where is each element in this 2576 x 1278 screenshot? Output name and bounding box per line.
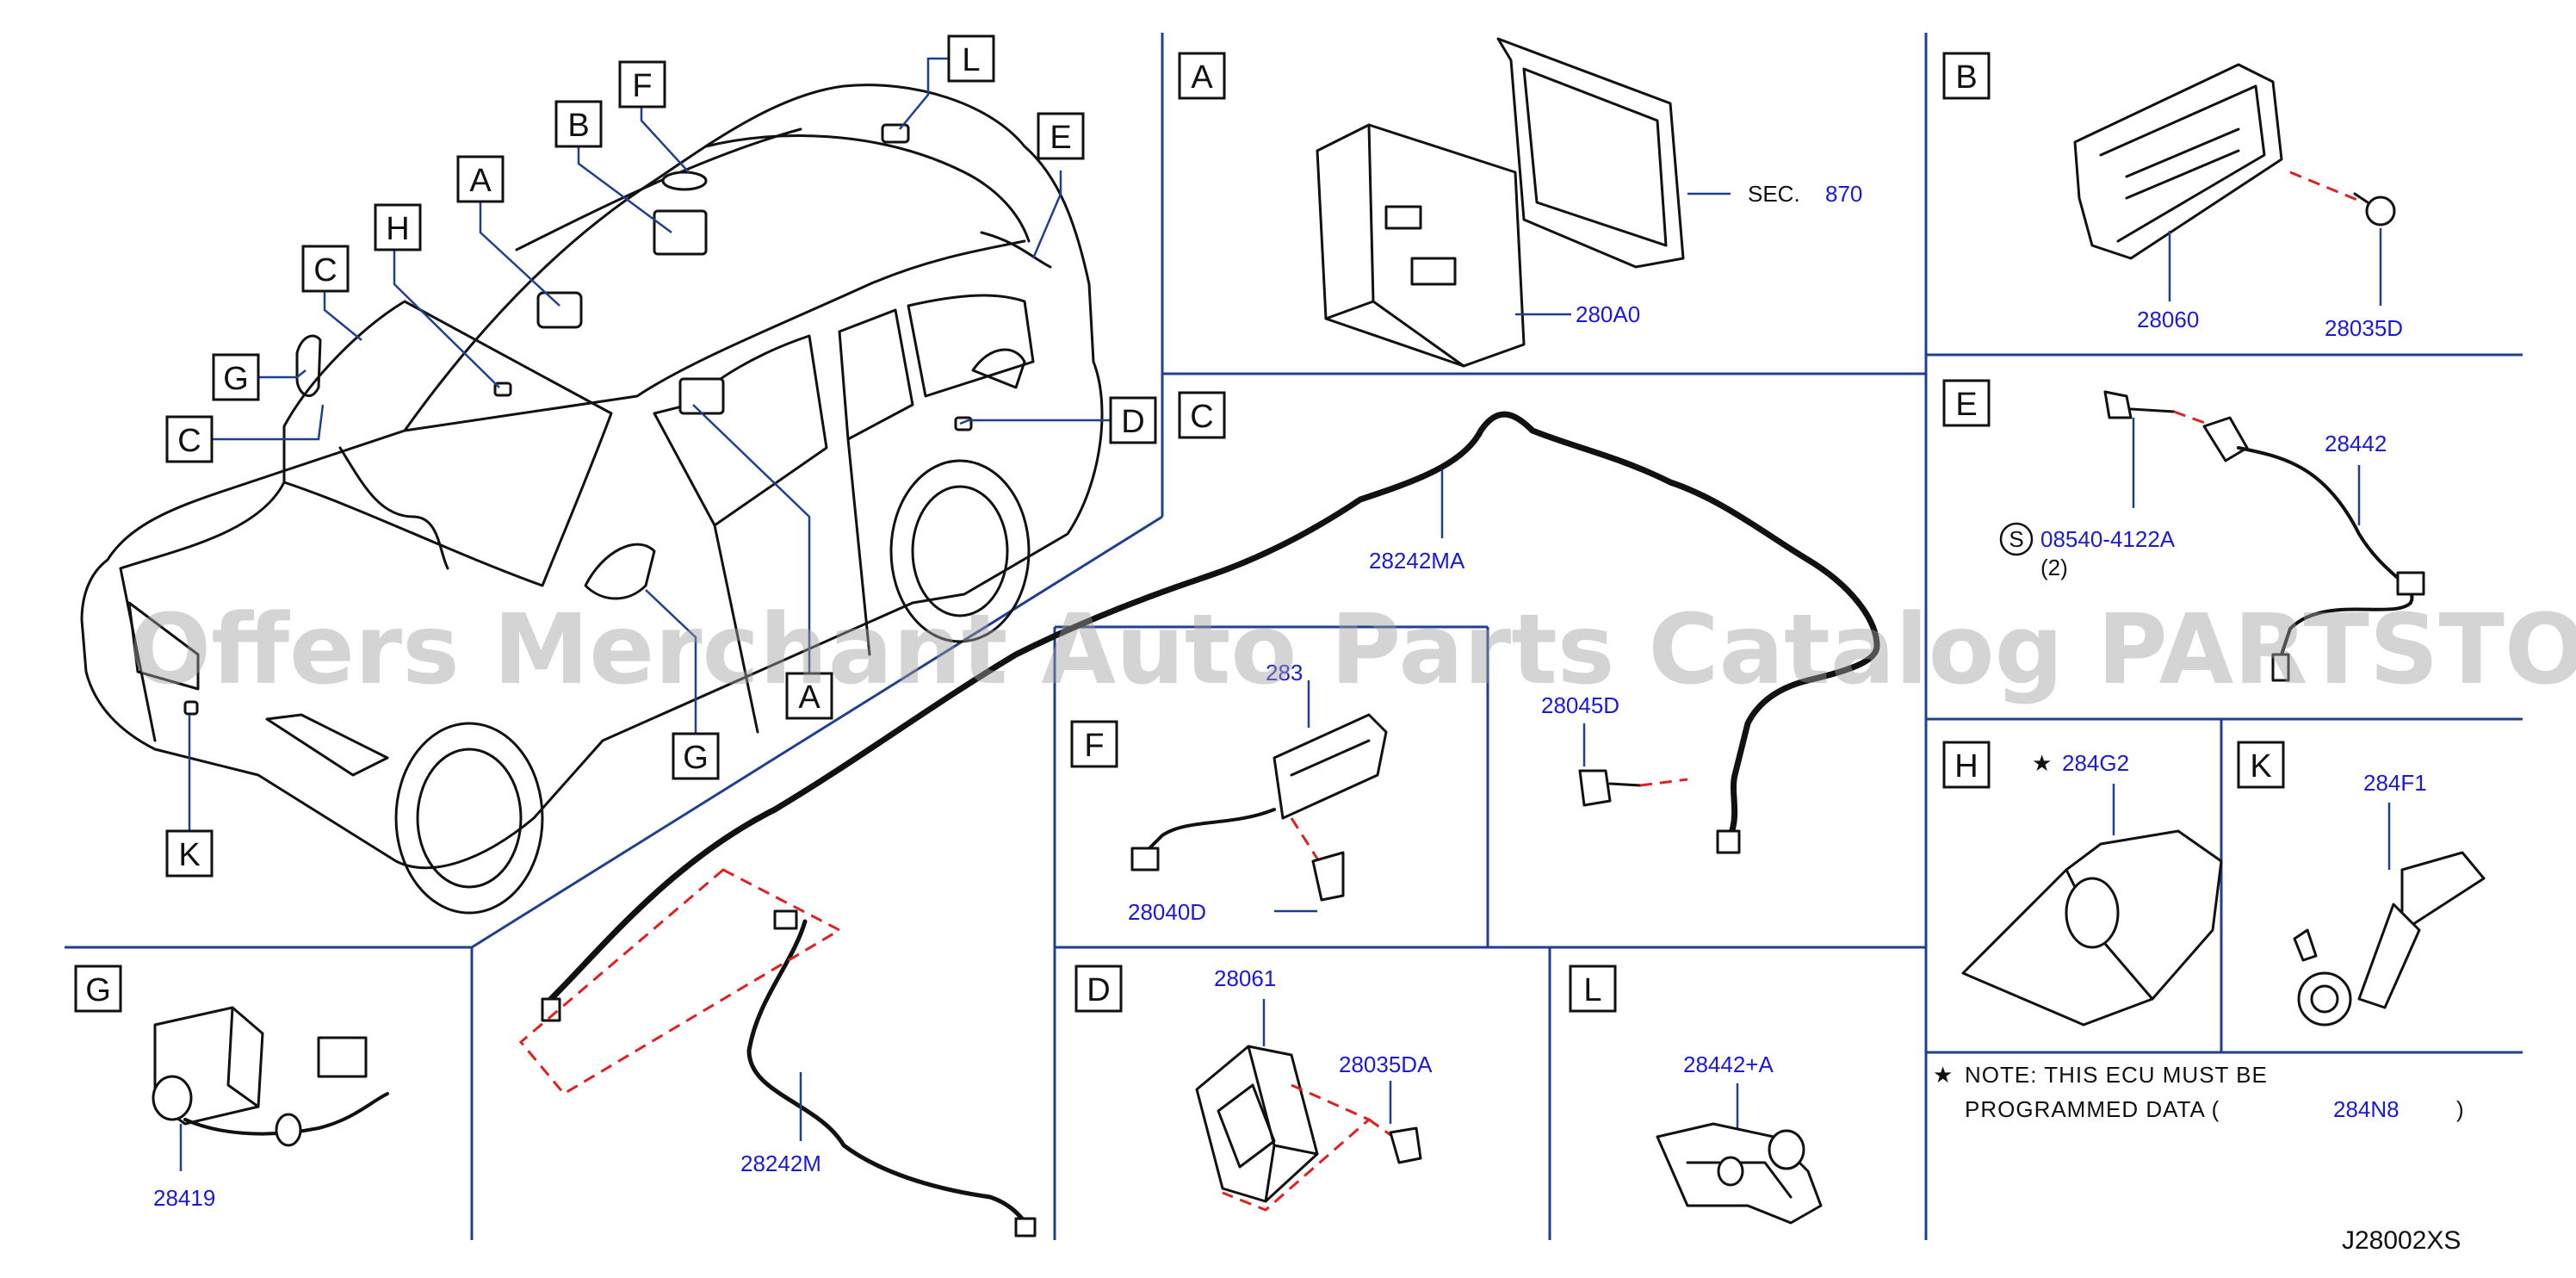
svg-text:28061: 28061	[1214, 965, 1276, 991]
panel-grid	[65, 33, 2523, 1240]
svg-text:28035DA: 28035DA	[1339, 1052, 1433, 1077]
svg-text:G: G	[223, 361, 249, 397]
svg-text:284F1: 284F1	[2363, 770, 2427, 796]
callout-A: A	[456, 155, 505, 203]
svg-text:28242MA: 28242MA	[1369, 548, 1465, 574]
svg-text:28242M: 28242M	[740, 1151, 821, 1176]
svg-text:E: E	[1050, 120, 1071, 156]
panel-a: A SEC. 870 280A0	[1178, 37, 1862, 368]
svg-text:B: B	[1955, 59, 1977, 96]
svg-text:H: H	[1954, 748, 1978, 785]
callout-C2: C	[165, 415, 214, 463]
svg-text:28419: 28419	[153, 1185, 215, 1211]
svg-text:28442: 28442	[2325, 431, 2387, 456]
ecu-note: ★ NOTE: THIS ECU MUST BE PROGRAMMED DATA…	[1933, 1062, 2465, 1255]
callout-G: G	[212, 353, 260, 401]
svg-text:L: L	[962, 42, 980, 78]
callout-F: F	[618, 60, 666, 109]
svg-text:C: C	[313, 252, 337, 288]
svg-text:B: B	[567, 108, 589, 144]
svg-text:28045D: 28045D	[1541, 692, 1619, 718]
svg-text:08540-4122A: 08540-4122A	[2040, 526, 2176, 552]
svg-text:A: A	[469, 163, 492, 199]
svg-text:28060: 28060	[2137, 307, 2199, 332]
svg-text:★: ★	[1933, 1062, 1953, 1088]
svg-text:NOTE: THIS ECU MUST BE: NOTE: THIS ECU MUST BE	[1965, 1062, 2268, 1088]
svg-text:28442+A: 28442+A	[1683, 1052, 1774, 1077]
svg-text:C: C	[177, 423, 201, 459]
svg-text:J28002XS: J28002XS	[2342, 1226, 2461, 1255]
panel-c: C 28242MA 28242M 28045D	[518, 391, 1880, 1238]
svg-text:E: E	[1955, 387, 1977, 423]
callout-K: K	[165, 829, 214, 878]
svg-text:S: S	[2009, 526, 2023, 552]
svg-text:G: G	[683, 740, 709, 776]
panel-e: E S 08540-4122A (2) 28442	[1942, 379, 2425, 682]
callout-B: B	[554, 100, 603, 148]
svg-text:L: L	[1583, 972, 1601, 1008]
svg-text:284G2: 284G2	[2062, 750, 2129, 776]
panel-b: B 28060 28035D	[1942, 52, 2403, 341]
svg-text:280A0: 280A0	[1576, 301, 1640, 327]
svg-text:G: G	[85, 972, 111, 1008]
callout-C: C	[301, 245, 350, 293]
svg-text:K: K	[178, 837, 200, 873]
svg-text:D: D	[1087, 972, 1110, 1008]
panel-h: H ★ 284G2	[1942, 741, 2223, 1027]
vehicle-overview	[80, 84, 1104, 915]
svg-text:K: K	[2250, 748, 2271, 785]
svg-text:): )	[2456, 1096, 2465, 1122]
callout-E: E	[1037, 112, 1085, 160]
svg-text:A: A	[798, 679, 820, 716]
svg-text:SEC.: SEC.	[1748, 181, 1800, 207]
panel-d: D 28061 28035DA	[1074, 965, 1433, 1212]
panel-l: L 28442+A	[1569, 965, 1823, 1225]
svg-text:28035D: 28035D	[2325, 315, 2403, 341]
svg-text:D: D	[1121, 404, 1144, 440]
svg-text:C: C	[1190, 399, 1213, 435]
svg-text:283: 283	[1266, 660, 1303, 686]
svg-text:A: A	[1191, 59, 1213, 96]
callout-G2: G	[672, 732, 720, 780]
callout-H: H	[374, 203, 422, 251]
callout-L: L	[947, 34, 995, 83]
svg-text:PROGRAMMED DATA (: PROGRAMMED DATA (	[1965, 1096, 2220, 1122]
svg-text:F: F	[632, 68, 652, 104]
svg-text:870: 870	[1825, 181, 1862, 207]
svg-text:(2): (2)	[2040, 555, 2068, 580]
panel-f: F 283 28040D	[1070, 660, 1388, 925]
callout-D: D	[1109, 396, 1157, 444]
panel-k: K 284F1	[2237, 741, 2486, 1027]
main-view-leaders	[188, 57, 1111, 831]
svg-text:H: H	[386, 211, 409, 247]
main-view-callouts: L F B A H C G C E D A G K	[165, 34, 1157, 878]
svg-text:F: F	[1084, 728, 1104, 764]
panel-g: G 28419	[74, 965, 389, 1211]
svg-text:284N8: 284N8	[2333, 1096, 2400, 1122]
svg-text:28040D: 28040D	[1128, 899, 1206, 925]
callout-A2: A	[785, 672, 833, 720]
svg-text:★: ★	[2032, 750, 2052, 776]
